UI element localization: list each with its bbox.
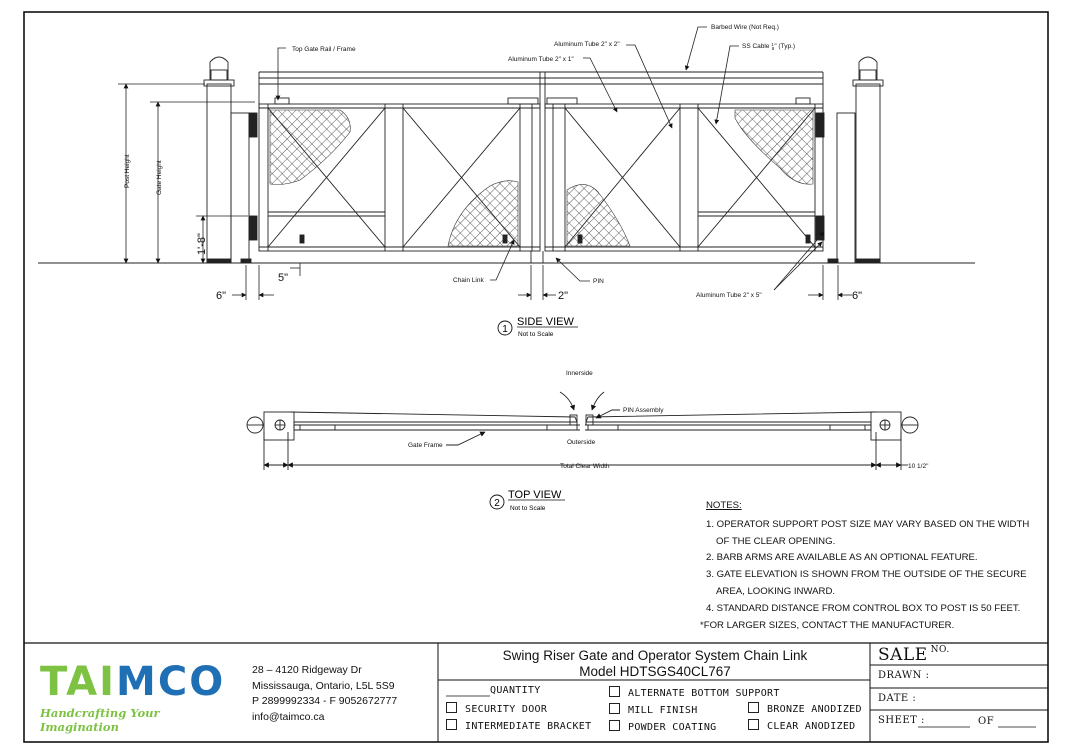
dim-2: 2" bbox=[558, 290, 568, 302]
label-pin: PIN bbox=[593, 278, 604, 285]
of-label: OF bbox=[978, 716, 995, 727]
option-security-door[interactable]: SECURITY DOOR bbox=[446, 701, 591, 718]
svg-text:TOP VIEW: TOP VIEW bbox=[508, 489, 562, 501]
option-alternate-bottom-support[interactable]: ALTERNATE BOTTOM SUPPORT bbox=[609, 685, 780, 702]
checkbox[interactable] bbox=[609, 703, 620, 714]
label-alum-2x2: Aluminum Tube 2" x 2" bbox=[554, 41, 620, 48]
logo-tagline: Handcrafting Your Imagination bbox=[40, 706, 160, 734]
checkbox[interactable] bbox=[609, 720, 620, 731]
chain-link-mesh bbox=[269, 109, 814, 247]
svg-text:SIDE VIEW: SIDE VIEW bbox=[517, 316, 574, 328]
svg-text:Not to Scale: Not to Scale bbox=[518, 331, 554, 338]
dim-5: 5" bbox=[278, 272, 288, 284]
checkbox[interactable] bbox=[748, 702, 759, 713]
label-post-height: Post Height bbox=[124, 154, 131, 188]
label-outerside: Outerside bbox=[567, 439, 596, 446]
drawn-label: DRAWN : bbox=[878, 670, 930, 681]
address-line: Mississauga, Ontario, L5L 5S9 bbox=[252, 679, 395, 692]
title-line-2: Model HDTSGS40CL767 bbox=[579, 664, 731, 679]
label-barbed-wire: Barbed Wire (Not Req.) bbox=[711, 24, 779, 31]
option-bronze-anodized[interactable]: BRONZE ANODIZED bbox=[748, 701, 862, 718]
side-view-title: 1 SIDE VIEW Not to Scale bbox=[497, 316, 578, 338]
side-view-dimensions bbox=[118, 26, 852, 300]
email-link[interactable]: info@taimco.ca bbox=[252, 710, 325, 723]
option-intermediate-bracket[interactable]: INTERMEDIATE BRACKET bbox=[446, 718, 591, 735]
address-line: 28 – 4120 Ridgeway Dr bbox=[252, 664, 362, 676]
label-alum-2x1: Aluminum Tube 2" x 1" bbox=[508, 56, 574, 63]
note-line: 3. GATE ELEVATION IS SHOWN FROM THE OUTS… bbox=[706, 569, 1027, 581]
date-label: DATE : bbox=[878, 693, 917, 704]
options-left: SECURITY DOOR INTERMEDIATE BRACKET bbox=[446, 701, 591, 735]
taimco-logo: TAIMCO Handcrafting Your Imagination bbox=[40, 659, 240, 734]
option-powder-coating[interactable]: POWDER COATING bbox=[609, 719, 780, 736]
checkbox[interactable] bbox=[748, 719, 759, 730]
dim-6-right: 6" bbox=[852, 290, 862, 302]
top-view-drawing bbox=[246, 391, 919, 470]
label-total-clear-width: Total Clear Width bbox=[560, 463, 610, 470]
note-line: 2. BARB ARMS ARE AVAILABLE AS AN OPTIONA… bbox=[706, 552, 978, 564]
label-innerside: Innerside bbox=[566, 370, 593, 377]
note-line: AREA, LOOKING INWARD. bbox=[716, 585, 836, 597]
checkbox[interactable] bbox=[446, 719, 457, 730]
checkbox[interactable] bbox=[609, 686, 620, 697]
svg-text:Not to Scale: Not to Scale bbox=[510, 505, 546, 512]
note-line: 4. STANDARD DISTANCE FROM CONTROL BOX TO… bbox=[706, 602, 1021, 614]
logo-wordmark: TAIMCO bbox=[40, 659, 226, 705]
label-gate-frame: Gate Frame bbox=[408, 442, 443, 449]
label-alum-2x5: Aluminum Tube 2" x 5" bbox=[696, 292, 762, 299]
label-pin-assembly: PIN Assembly bbox=[623, 407, 664, 414]
top-view-title: 2 TOP VIEW Not to Scale bbox=[489, 489, 565, 512]
dim-10-half: 10 1/2" bbox=[908, 463, 929, 470]
checkbox[interactable] bbox=[446, 702, 457, 713]
option-mill-finish[interactable]: MILL FINISH bbox=[609, 702, 780, 719]
address-line: P 2899992334 - F 9052672777 bbox=[252, 695, 398, 707]
option-clear-anodized[interactable]: CLEAR ANODIZED bbox=[748, 718, 862, 735]
dim-6-left: 6" bbox=[216, 290, 226, 302]
label-chain-link: Chain Link bbox=[453, 277, 484, 284]
dim-1-8: 1'-8" bbox=[196, 233, 208, 255]
label-top-gate-rail: Top Gate Rail / Frame bbox=[292, 46, 356, 53]
options-right: BRONZE ANODIZED CLEAR ANODIZED bbox=[748, 701, 862, 735]
notes-block: NOTES: 1. OPERATOR SUPPORT POST SIZE MAY… bbox=[700, 498, 1030, 634]
note-line: OF THE CLEAR OPENING. bbox=[716, 535, 836, 547]
title-block-grid bbox=[437, 643, 1048, 742]
svg-text:2: 2 bbox=[494, 498, 500, 509]
sheet-border bbox=[23, 11, 1049, 743]
svg-text:1: 1 bbox=[502, 324, 508, 335]
notes-heading: NOTES: bbox=[706, 500, 742, 511]
options-mid: ALTERNATE BOTTOM SUPPORT MILL FINISH POW… bbox=[609, 685, 780, 736]
label-gate-height: Gate Height bbox=[156, 160, 163, 195]
company-address: 28 – 4120 Ridgeway Dr Mississauga, Ontar… bbox=[252, 663, 397, 725]
title-line-1: Swing Riser Gate and Operator System Cha… bbox=[502, 648, 808, 663]
note-line: 1. OPERATOR SUPPORT POST SIZE MAY VARY B… bbox=[706, 518, 1030, 530]
quantity-label: QUANTITY bbox=[490, 685, 541, 696]
note-line: *FOR LARGER SIZES, CONTACT THE MANUFACTU… bbox=[700, 619, 955, 631]
sheet-label: SHEET : bbox=[878, 715, 925, 726]
drawing-title: Swing Riser Gate and Operator System Cha… bbox=[440, 648, 870, 680]
